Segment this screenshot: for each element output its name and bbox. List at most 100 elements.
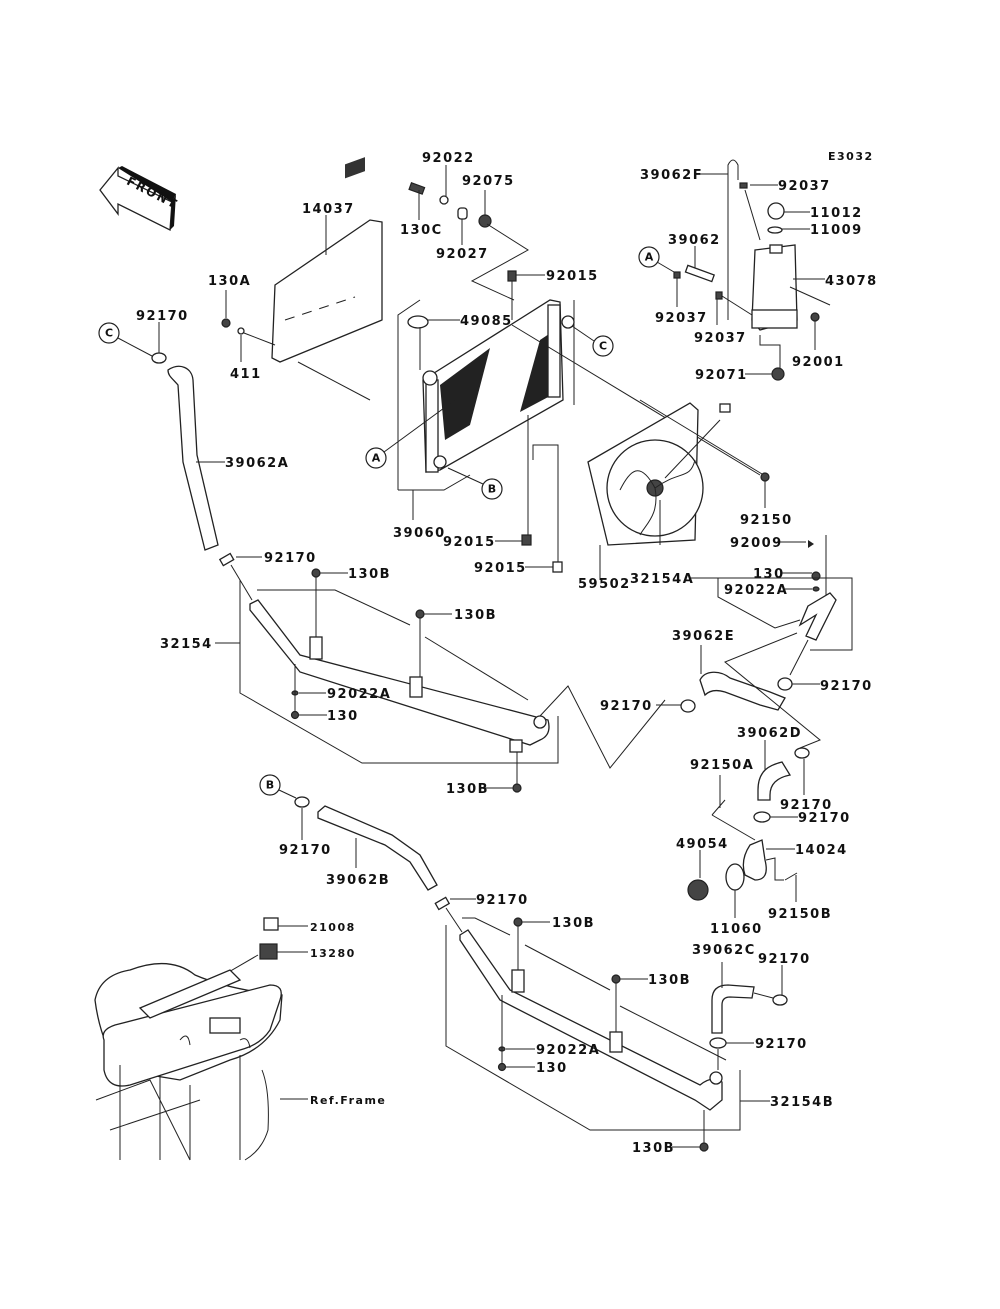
grommet-92071-icon [771,367,785,381]
svg-text:C: C [599,340,607,353]
label-130-c: 130 [536,1061,568,1076]
bolt-92001-icon [810,312,820,322]
label-130B-5: 130B [648,973,691,988]
label-14037: 14037 [302,202,355,217]
label-92022A-c: 92022A [536,1043,600,1058]
gasket-11060-icon [725,863,745,891]
radiator-cap-49085-icon [407,315,429,329]
washer-92022A-a-icon [812,586,820,592]
label-39062E: 39062E [672,629,735,644]
hose-39062 [684,264,716,283]
label-92170-c: 92170 [136,309,189,324]
label-92170-lower: 92170 [476,893,529,908]
gasket-11009-icon [767,226,783,234]
bolt-130A-icon [221,318,231,328]
clip-92015-mid-icon [521,534,532,546]
connector-21008-icon [263,917,279,931]
label-130B-1: 130B [348,567,391,582]
label-92022A-a: 92022A [724,583,788,598]
label-39060: 39060 [393,526,446,541]
label-ref-frame: Ref.Frame [310,1094,386,1107]
clamp-92170-b-icon [294,796,310,808]
label-39062C: 39062C [692,943,756,958]
washer-92022-icon [439,195,449,205]
diagram-code: E3032 [828,150,874,163]
label-39062D: 39062D [737,726,802,741]
label-11009: 11009 [810,223,863,238]
label-92037-top: 92037 [778,179,831,194]
bolt-130B-2-icon [415,609,425,619]
label-92170-c1: 92170 [758,952,811,967]
label-92015-low: 92015 [474,561,527,576]
vehicle-frame [94,962,283,1161]
thermostat-49054-icon [687,879,709,901]
breather-hose-39062F [727,159,739,320]
hose-39062E [699,671,786,711]
clip-92015-low-icon [552,561,563,573]
label-59502: 59502 [578,577,631,592]
label-130B-3: 130B [446,782,489,797]
label-130B-6: 130B [632,1141,675,1156]
label-11012: 11012 [810,206,863,221]
callout-a-tank: A [638,246,660,268]
label-21008: 21008 [310,921,356,934]
label-14024: 14024 [795,843,848,858]
label-92015-mid: 92015 [443,535,496,550]
bolt-130B-6-icon [699,1142,709,1152]
bolt-130-a-icon [811,571,821,581]
relay-13280-icon [259,943,278,960]
thermostat-housing-14024 [742,839,767,881]
label-92071: 92071 [695,368,748,383]
bolt-130-c-icon [497,1062,507,1072]
label-92075: 92075 [462,174,515,189]
label-130B-4: 130B [552,916,595,931]
svg-text:A: A [645,251,654,264]
bolt-92150-icon [760,472,770,482]
label-92037-mid: 92037 [694,331,747,346]
cooling-fan [587,402,731,546]
washer-411-icon [237,327,245,335]
callout-b-hose: B [259,774,281,796]
label-92022-top: 92022 [422,151,475,166]
bolt-130B-1-icon [311,568,321,578]
radiator-screen [271,157,383,363]
callout-a-radiator: A [365,447,387,469]
clip-92037-left-icon [673,271,681,279]
label-130-b: 130 [327,709,359,724]
hose-39062D [757,761,792,801]
label-49085: 49085 [460,314,513,329]
clamp-92170-d2-icon [753,811,771,823]
label-13280: 13280 [310,947,356,960]
label-39062A: 39062A [225,456,289,471]
bolt-130-b-icon [290,710,300,720]
label-92170-c2: 92170 [755,1037,808,1052]
label-39062: 39062 [668,233,721,248]
label-92150: 92150 [740,513,793,528]
label-32154A: 32154A [630,572,694,587]
clip-92015-top-icon [507,270,517,282]
bolt-130B-5-icon [611,974,621,984]
label-411: 411 [230,367,262,382]
label-49054: 49054 [676,837,729,852]
label-92022A-b: 92022A [327,687,391,702]
water-pipe-32154B [459,929,723,1111]
label-92170-d2: 92170 [798,811,851,826]
tank-cap-11012-icon [767,202,785,220]
radiator [422,299,575,473]
clip-92037-top-icon [739,182,748,189]
label-130A: 130A [208,274,251,289]
front-arrow-icon: FRONT [99,166,181,232]
svg-text:B: B [266,779,274,792]
clamp-92170-d1-icon [794,747,810,759]
clamp-92170-c1-icon [772,994,788,1006]
label-92150B: 92150B [768,907,832,922]
clamp-92170-c2-icon [709,1037,727,1049]
callout-c-hose: C [98,322,120,344]
label-130-a: 130 [753,567,785,582]
svg-text:C: C [105,327,113,340]
clamp-92170-lower-icon [434,896,451,911]
hose-39062A [167,365,219,551]
clamp-92170-upper-icon [218,552,235,567]
label-92037-left: 92037 [655,311,708,326]
